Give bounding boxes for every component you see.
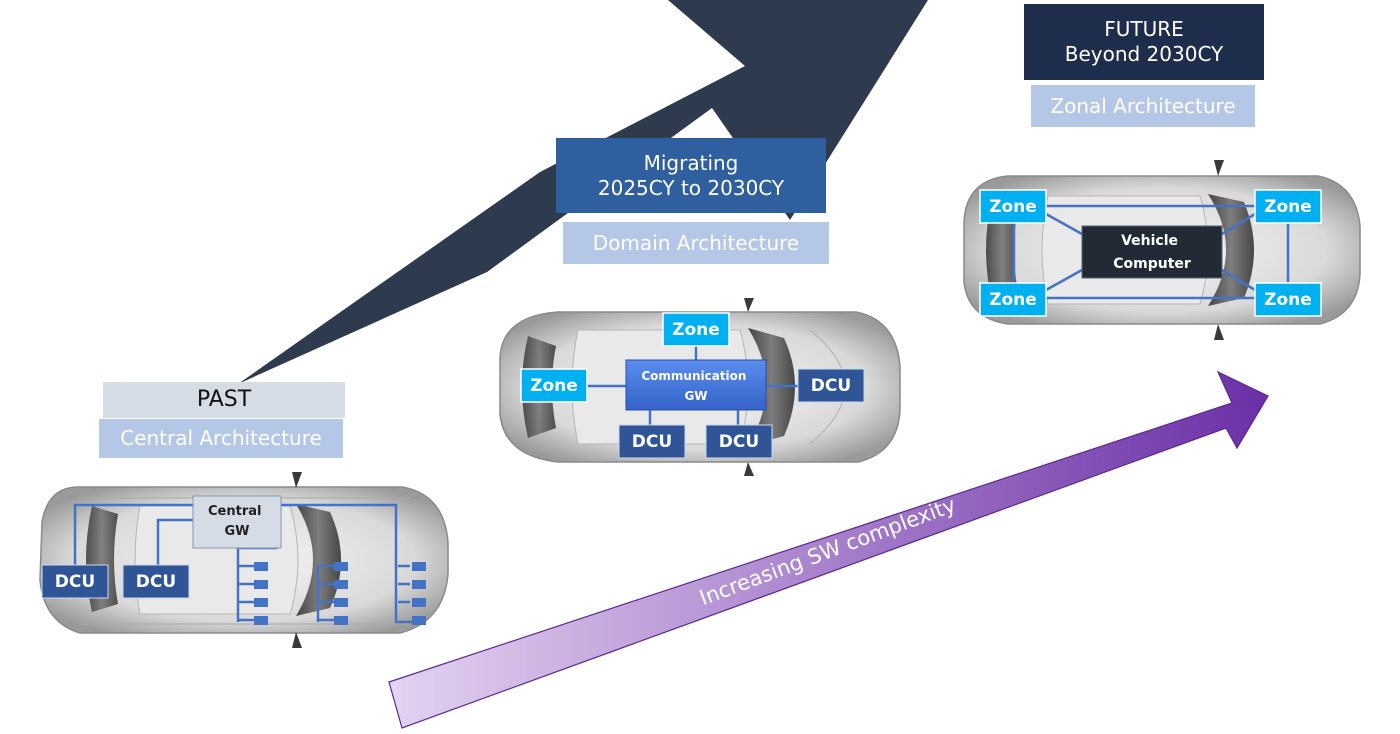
migrating-dcu-bottom-right: DCU bbox=[705, 424, 773, 459]
migrating-dcu-right: DCU bbox=[797, 368, 865, 403]
future-zone-front-right: Zone bbox=[1254, 189, 1322, 224]
car-future: Vehicle Computer Zone Zone Zone Zone bbox=[963, 160, 1361, 340]
svg-text:DCU: DCU bbox=[136, 572, 176, 592]
car-windshield bbox=[296, 504, 341, 616]
future-header: FUTURE Beyond 2030CY bbox=[1024, 4, 1264, 80]
svg-text:DCU: DCU bbox=[55, 572, 95, 592]
svg-text:Vehicle Computer: Vehicle Computer bbox=[1113, 233, 1191, 272]
svg-text:Zone: Zone bbox=[989, 290, 1037, 310]
migrating-subtitle: Domain Architecture bbox=[563, 222, 829, 264]
svg-text:Communication GW: Communication GW bbox=[641, 369, 750, 403]
svg-text:Zone: Zone bbox=[1264, 290, 1312, 310]
future-subtitle: Zonal Architecture bbox=[1031, 85, 1255, 127]
future-zone-rear-right: Zone bbox=[1254, 282, 1322, 317]
mirror-top bbox=[744, 298, 754, 312]
mirror-bottom bbox=[292, 632, 302, 648]
svg-text:DCU: DCU bbox=[719, 432, 759, 452]
svg-text:DCU: DCU bbox=[811, 376, 851, 396]
central-gw-line-1: Central bbox=[208, 504, 261, 519]
car-rear-window bbox=[986, 198, 1018, 302]
vehicle-computer-line-1: Vehicle bbox=[1121, 233, 1178, 249]
mirror-bottom bbox=[744, 462, 754, 476]
vehicle-computer-line-2: Computer bbox=[1113, 256, 1191, 272]
vehicle-computer: Vehicle Computer bbox=[1081, 225, 1223, 279]
car-migrating: Communication GW Zone Zone DCU DCU DCU bbox=[499, 298, 901, 476]
past-dcu-1: DCU bbox=[41, 564, 109, 599]
mirror-top bbox=[292, 472, 302, 488]
past-header: PAST bbox=[103, 382, 345, 418]
central-gateway: Central GW bbox=[192, 495, 282, 549]
past-subtitle: Central Architecture bbox=[99, 419, 343, 458]
past-dcu-2: DCU bbox=[122, 564, 190, 599]
svg-text:Zone: Zone bbox=[1264, 197, 1312, 217]
migrating-zone-left: Zone bbox=[520, 368, 588, 403]
comm-gw-line-2: GW bbox=[684, 389, 707, 403]
svg-text:Zone: Zone bbox=[530, 376, 578, 396]
mirror-bottom bbox=[1214, 324, 1224, 340]
svg-text:Central GW: Central GW bbox=[208, 504, 266, 539]
past-ecus bbox=[254, 562, 426, 625]
svg-text:DCU: DCU bbox=[632, 432, 672, 452]
migrating-dcu-bottom-left: DCU bbox=[618, 424, 686, 459]
svg-text:Zone: Zone bbox=[989, 197, 1037, 217]
svg-text:Zone: Zone bbox=[672, 320, 720, 340]
car-past: Central GW DCU DCU bbox=[39, 472, 449, 648]
migrating-header: Migrating 2025CY to 2030CY bbox=[556, 138, 826, 213]
comm-gw-line-1: Communication bbox=[641, 369, 746, 383]
communication-gateway: Communication GW bbox=[625, 359, 767, 411]
migrating-wiring bbox=[585, 346, 798, 425]
mirror-top bbox=[1214, 160, 1224, 176]
future-zone-rear-left: Zone bbox=[979, 282, 1047, 317]
central-gw-line-2: GW bbox=[224, 524, 249, 539]
migrating-zone-top: Zone bbox=[662, 312, 730, 347]
future-zone-front-left: Zone bbox=[979, 189, 1047, 224]
complexity-arrow-label: Increasing SW complexity bbox=[696, 493, 959, 611]
future-wiring bbox=[1012, 204, 1290, 300]
